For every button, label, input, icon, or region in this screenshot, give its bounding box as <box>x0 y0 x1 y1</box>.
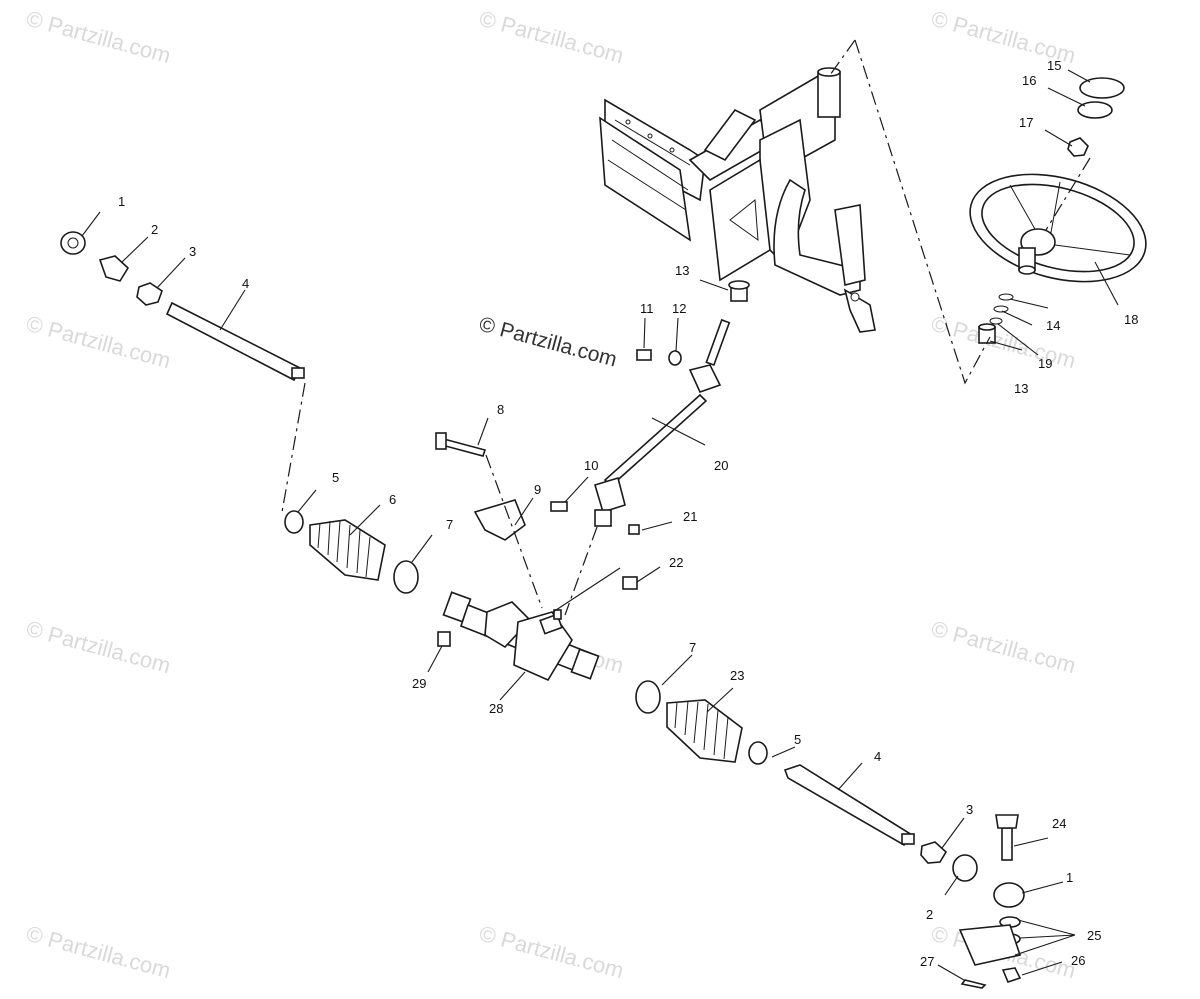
watermark: © Partzilla.com <box>24 6 174 69</box>
callout-22: 22 <box>669 555 683 570</box>
callout-23: 23 <box>730 668 744 683</box>
callout-27: 27 <box>920 954 934 969</box>
callout-15: 15 <box>1047 58 1061 73</box>
callout-20: 20 <box>714 458 728 473</box>
callout-29: 29 <box>412 676 426 691</box>
callout-10: 10 <box>584 458 598 473</box>
callout-9: 9 <box>534 482 541 497</box>
callout-18: 18 <box>1124 312 1138 327</box>
callout-6: 6 <box>389 492 396 507</box>
intermediate-shaft <box>550 318 731 527</box>
callout-5: 5 <box>332 470 339 485</box>
leader-lines <box>81 69 1119 981</box>
callout-2: 2 <box>151 222 158 237</box>
callout-7: 7 <box>689 640 696 655</box>
center-watermark: © Partzilla.com <box>477 313 620 372</box>
left-tie-rod-parts <box>60 231 305 382</box>
watermark: © Partzilla.com <box>24 616 174 679</box>
steering-rack <box>437 524 640 682</box>
callout-13: 13 <box>675 263 689 278</box>
callout-5: 5 <box>794 732 801 747</box>
callout-11: 11 <box>640 301 654 316</box>
callout-24: 24 <box>1052 816 1066 831</box>
callout-1: 1 <box>118 194 125 209</box>
watermark: © Partzilla.com <box>477 6 627 69</box>
callout-26: 26 <box>1071 953 1085 968</box>
callout-4: 4 <box>874 749 881 764</box>
callout-21: 21 <box>683 509 697 524</box>
callout-17: 17 <box>1019 115 1033 130</box>
callout-19: 19 <box>1038 356 1052 371</box>
callout-4: 4 <box>242 276 249 291</box>
callout-8: 8 <box>497 402 504 417</box>
callout-28: 28 <box>489 701 503 716</box>
watermark: © Partzilla.com <box>24 311 174 374</box>
watermark: © Partzilla.com <box>477 921 627 984</box>
callout-3: 3 <box>189 244 196 259</box>
callout-14: 14 <box>1046 318 1060 333</box>
callout-3: 3 <box>966 802 973 817</box>
watermarks: © Partzilla.com © Partzilla.com © Partzi… <box>24 6 1079 984</box>
right-tie-rod-parts <box>783 764 1025 989</box>
steering-wheel <box>969 173 1147 283</box>
callout-2: 2 <box>926 907 933 922</box>
callout-12: 12 <box>672 301 686 316</box>
callout-labels: 1 2 3 4 5 6 7 8 9 10 11 12 13 14 15 16 1… <box>118 58 1138 969</box>
watermark: © Partzilla.com <box>24 921 174 984</box>
watermark: © Partzilla.com <box>929 616 1079 679</box>
callout-7: 7 <box>446 517 453 532</box>
boots-and-clamps <box>284 432 768 765</box>
alignment-lines <box>281 39 1091 616</box>
frame-assembly <box>599 67 876 333</box>
callout-25: 25 <box>1087 928 1101 943</box>
callout-13: 13 <box>1014 381 1028 396</box>
steering-column-hardware <box>728 77 1125 344</box>
callout-16: 16 <box>1022 73 1036 88</box>
callout-1: 1 <box>1066 870 1073 885</box>
